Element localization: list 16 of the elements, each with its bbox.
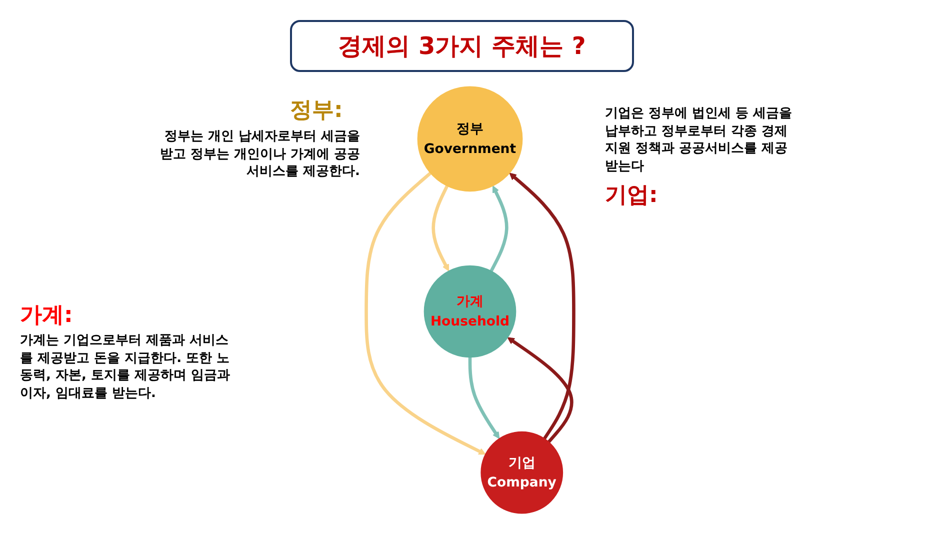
description-text: 가계는 기업으로부터 제품과 서비스를 제공받고 돈을 지급한다. 또한 노동력, 자본, 토지를 제공하며 임금과 이자, 임대료를 받는다. <box>20 332 231 402</box>
flow-arrow <box>468 357 500 439</box>
flow-arrow <box>364 172 486 455</box>
description-text: 기업은 정부에 법인세 등 세금을 납부하고 정부로부터 각종 경제 지원 정책과 공공서비스를 제공 받는다 <box>605 105 794 176</box>
sector-circle: 기업 Company <box>480 431 564 514</box>
sector-circle: 가계 Household <box>424 265 516 358</box>
heading-text: 정부: <box>290 97 343 125</box>
flow-arrow <box>432 185 450 272</box>
heading-text: 기업: <box>605 182 658 210</box>
flow-arrow <box>490 186 508 272</box>
title: 경제의 3가지 주체는 ? <box>290 20 634 72</box>
flow-arrow <box>509 172 576 440</box>
heading-text: 가계: <box>20 302 73 330</box>
flow-arrow <box>507 337 574 443</box>
sector-circle: 정부 Government <box>417 86 523 192</box>
description-text: 정부는 개인 납세자로부터 세금을 받고 정부는 개인이나 가계에 공공서비스를 제공한다. <box>158 128 360 181</box>
